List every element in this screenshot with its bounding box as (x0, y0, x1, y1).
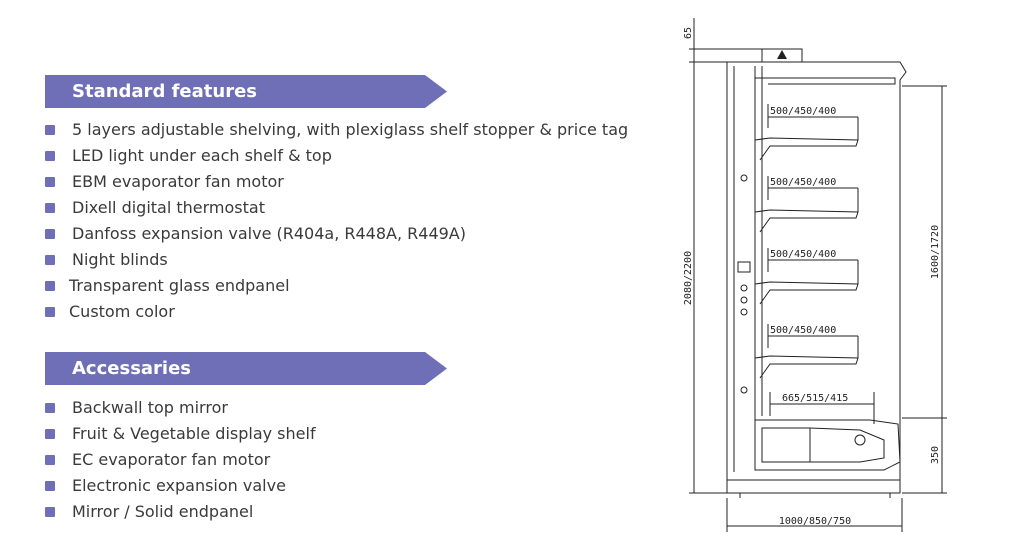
bullet-icon (45, 481, 55, 491)
accessories-title: Accessaries (72, 358, 192, 379)
dim-shelf-depth: 500/450/400 (770, 249, 836, 260)
dim-top-height: 65 (683, 27, 694, 39)
bullet-icon (45, 229, 55, 239)
standard-features-title: Standard features (72, 81, 257, 102)
shelf-2 (754, 176, 859, 233)
dim-shelf-depth: 500/450/400 (770, 325, 836, 336)
cabinet-side-view-drawing: 65 2080/2200 1600/1720 350 1000/850/750 … (683, 18, 947, 532)
dim-shelf-depth: 500/450/400 (770, 177, 836, 188)
dim-total-height: 2080/2200 (683, 251, 694, 305)
shelf-4 (754, 324, 859, 379)
dim-base-height: 350 (930, 446, 941, 464)
standard-features-banner: Standard features (45, 75, 447, 108)
dim-depth: 1000/850/750 (779, 516, 851, 527)
bullet-icon (45, 281, 55, 291)
bullet-icon (45, 151, 55, 161)
bullet-icon (45, 125, 55, 135)
bullet-icon (45, 307, 55, 317)
bullet-icon (45, 507, 55, 517)
bullet-icon (45, 403, 55, 413)
dim-display-height: 1600/1720 (930, 225, 941, 279)
warning-icon (777, 50, 787, 59)
shelf-1 (754, 104, 859, 161)
bullet-icon (45, 429, 55, 439)
shelf-3 (754, 248, 859, 305)
bullet-icon (45, 203, 55, 213)
dim-bottom-depth: 665/515/415 (782, 393, 848, 404)
dim-shelf-depth: 500/450/400 (770, 106, 836, 117)
bullet-icon (45, 255, 55, 265)
accessories-banner: Accessaries (45, 352, 447, 385)
bullet-icon (45, 455, 55, 465)
bullet-icon (45, 177, 55, 187)
